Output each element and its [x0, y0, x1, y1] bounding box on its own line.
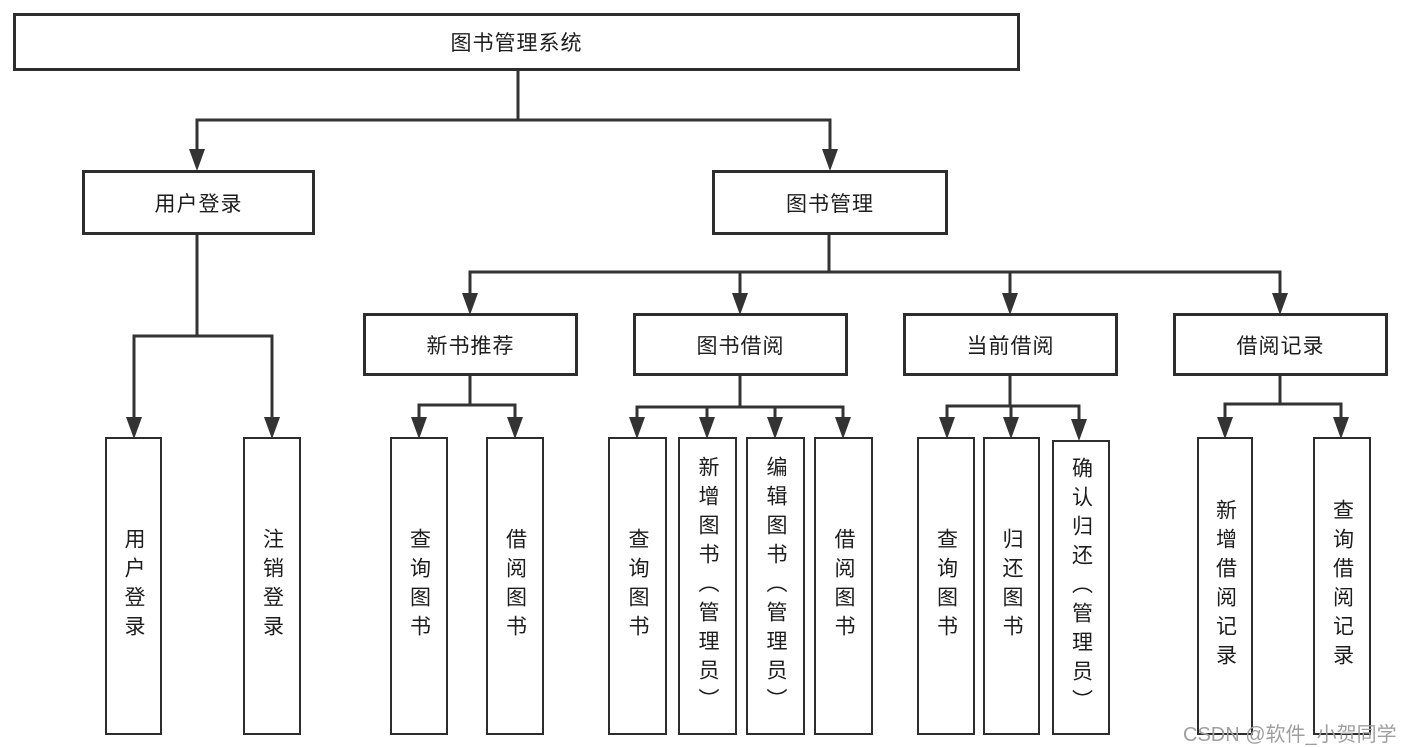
- leaf-query-books-current-label: 查询图书: [934, 528, 958, 644]
- leaf-edit-books-admin: 编辑图书（管理员）: [746, 437, 805, 735]
- leaf-query-borrow-record-label: 查询借阅记录: [1330, 499, 1354, 673]
- node-user-login: 用户登录: [82, 170, 315, 235]
- leaf-query-books-borrow-label: 查询图书: [626, 528, 649, 644]
- node-book-management-label: 图书管理: [786, 192, 874, 216]
- node-book-management: 图书管理: [712, 170, 948, 235]
- leaf-user-login: 用户登录: [105, 437, 162, 735]
- csdn-watermark: CSDN @软件_小贺同学: [1183, 724, 1397, 746]
- leaf-query-books-borrow: 查询图书: [608, 437, 667, 735]
- leaf-borrow-books-recommend: 借阅图书: [486, 437, 544, 735]
- leaf-logout-label: 注销登录: [260, 528, 284, 644]
- leaf-add-books-admin: 新增图书（管理员）: [678, 437, 737, 735]
- node-current-borrow-label: 当前借阅: [966, 334, 1055, 358]
- leaf-borrow-books: 借阅图书: [814, 437, 873, 735]
- leaf-logout: 注销登录: [243, 437, 301, 735]
- leaf-borrow-books-recommend-label: 借阅图书: [503, 528, 527, 644]
- leaf-query-books-current: 查询图书: [917, 437, 975, 735]
- node-book-borrow: 图书借阅: [633, 313, 848, 376]
- leaf-query-books-recommend-label: 查询图书: [407, 528, 431, 644]
- leaf-query-books-recommend: 查询图书: [390, 437, 448, 735]
- leaf-add-borrow-record-label: 新增借阅记录: [1213, 499, 1237, 673]
- node-new-book-recommend: 新书推荐: [363, 313, 578, 376]
- node-user-login-label: 用户登录: [154, 192, 243, 216]
- node-new-book-recommend-label: 新书推荐: [426, 334, 515, 358]
- root-node-library-system: 图书管理系统: [13, 13, 1020, 71]
- root-node-label: 图书管理系统: [450, 32, 583, 55]
- node-borrow-records-label: 借阅记录: [1236, 334, 1325, 358]
- leaf-add-borrow-record: 新增借阅记录: [1197, 437, 1253, 735]
- node-book-borrow-label: 图书借阅: [696, 334, 785, 358]
- leaf-return-books-label: 归还图书: [1000, 528, 1023, 644]
- node-current-borrow: 当前借阅: [903, 313, 1118, 376]
- leaf-query-borrow-record: 查询借阅记录: [1313, 437, 1371, 735]
- leaf-user-login-label: 用户登录: [122, 528, 145, 644]
- leaf-confirm-return-admin: 确认归还（管理员）: [1052, 440, 1110, 735]
- leaf-confirm-return-admin-label: 确认归还（管理员）: [1069, 457, 1093, 718]
- node-borrow-records: 借阅记录: [1173, 313, 1388, 376]
- leaf-add-books-admin-label: 新增图书（管理员）: [696, 455, 719, 717]
- leaf-borrow-books-label: 借阅图书: [832, 528, 855, 644]
- leaf-edit-books-admin-label: 编辑图书（管理员）: [764, 455, 787, 717]
- leaf-return-books: 归还图书: [983, 437, 1040, 735]
